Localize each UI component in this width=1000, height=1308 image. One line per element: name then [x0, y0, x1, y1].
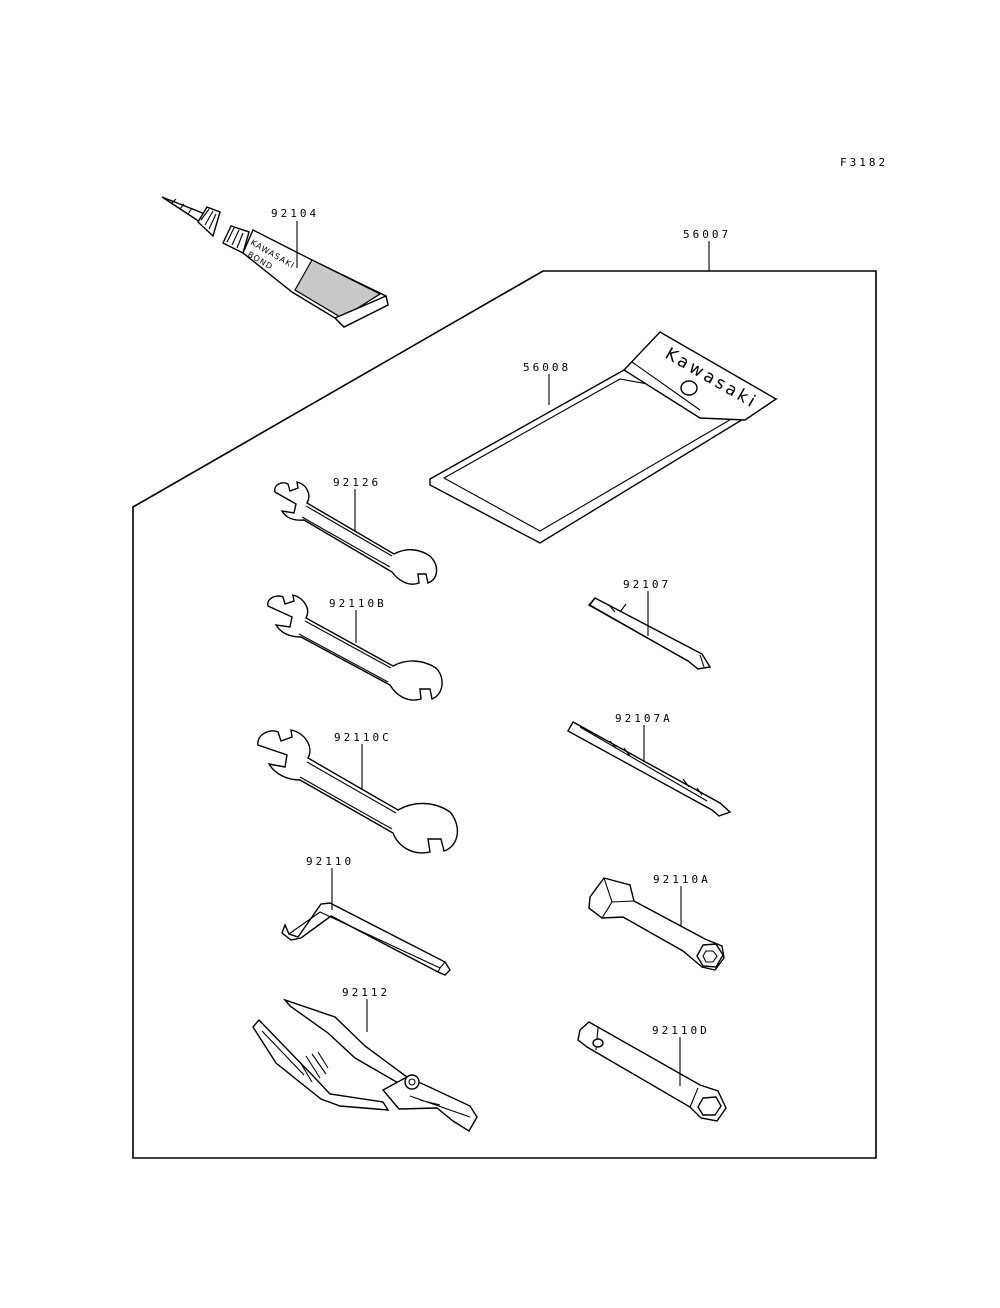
wrench-medium-icon [267, 594, 443, 701]
hex-key-icon [281, 902, 451, 976]
socket-wrench-icon [577, 1021, 727, 1122]
label-92110A: 92110A [653, 873, 711, 886]
label-56008: 56008 [523, 361, 571, 374]
label-92110: 92110 [306, 855, 354, 868]
label-92110C: 92110C [334, 731, 392, 744]
kit-outline [132, 270, 877, 1159]
wrench-small-icon [274, 481, 438, 585]
wrench-large-icon [257, 729, 459, 854]
box-wrench-icon [588, 877, 725, 971]
label-56007: 56007 [683, 228, 731, 241]
figure-code: F3182 [840, 156, 888, 169]
label-92112: 92112 [342, 986, 390, 999]
label-92107A: 92107A [615, 712, 673, 725]
tool-bag-icon: Kawasaki [429, 331, 778, 544]
screwdriver-handle-icon [567, 721, 732, 817]
label-92107: 92107 [623, 578, 671, 591]
pliers-icon [252, 998, 478, 1132]
label-92126: 92126 [333, 476, 381, 489]
label-92110D: 92110D [652, 1024, 710, 1037]
screwdriver-bit-icon [587, 597, 712, 670]
label-92110B: 92110B [329, 597, 387, 610]
label-92104: 92104 [271, 207, 319, 220]
